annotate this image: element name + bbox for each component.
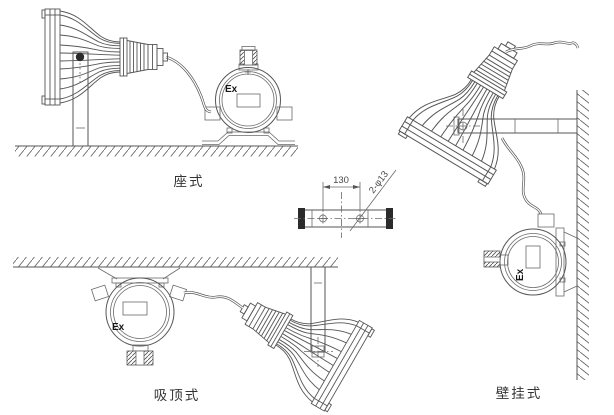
dim-hole-spacing-label: 130 — [333, 175, 349, 186]
ceiling-pivot — [304, 337, 333, 367]
seat-pivot — [75, 52, 85, 82]
bracket-dimension-detail: 130 2-φ13 — [294, 169, 398, 238]
bracket-plate — [294, 192, 398, 238]
ceiling-surface — [13, 257, 338, 268]
wall-cable-gland — [483, 250, 509, 268]
wall-label: 壁挂式 — [496, 386, 543, 401]
seat-cable — [164, 55, 213, 114]
ceiling-cable-gland — [126, 344, 154, 366]
ex-mark-ceiling: Ex — [112, 322, 125, 333]
dim-holes-note-label: 2-φ13 — [367, 169, 391, 196]
ceiling-label: 吸顶式 — [154, 388, 201, 403]
wall-pivot — [446, 109, 481, 144]
ex-mark-seat: Ex — [225, 84, 238, 95]
wall-junction-box: Ex — [483, 213, 578, 297]
seat-junction-box: Ex — [202, 46, 295, 145]
ceiling-cable — [182, 291, 245, 310]
ex-mark-wall: Ex — [515, 268, 526, 281]
ceiling-floodlight — [217, 266, 376, 414]
wall-mounting-bracket — [555, 227, 578, 297]
wall-surface — [576, 90, 589, 380]
wall-mount-diagram: Ex 壁挂式 — [396, 16, 589, 401]
wall-arm — [453, 116, 578, 136]
ceiling-mount-diagram: Ex 吸顶式 — [13, 257, 376, 414]
seat-floodlight — [41, 8, 168, 106]
seat-label: 座式 — [174, 174, 205, 189]
wall-floodlight — [396, 16, 557, 188]
seat-mount-diagram: Ex 座式 — [15, 8, 298, 189]
seat-cable-gland — [239, 46, 258, 66]
ceiling-junction-box: Ex — [90, 267, 188, 366]
seat-ground — [15, 145, 298, 157]
